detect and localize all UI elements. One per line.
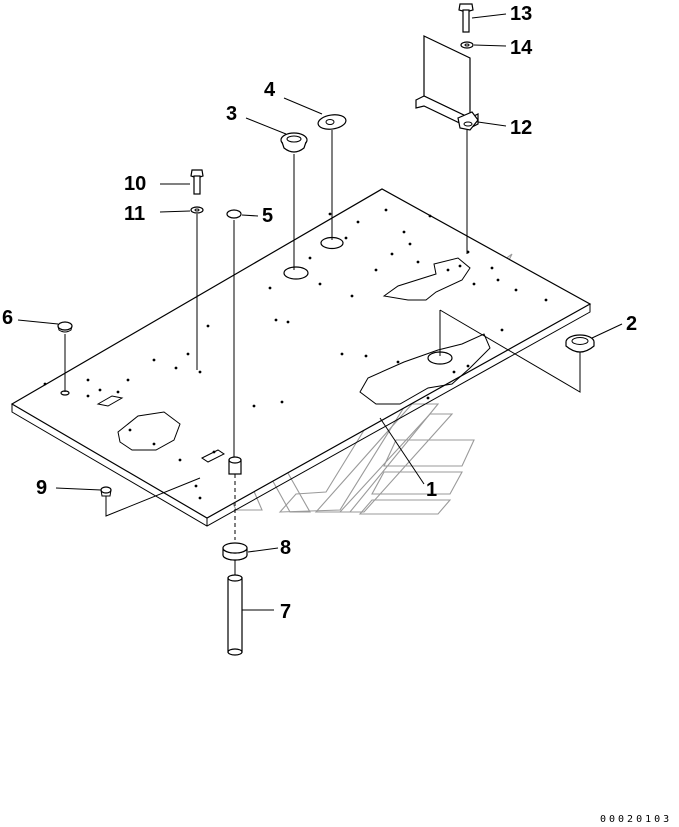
washer-11 [190, 206, 204, 370]
washer-14 [460, 41, 474, 49]
plug-5 [226, 209, 242, 460]
bolt-13 [458, 3, 474, 33]
floor-plate [10, 188, 592, 527]
callout-10: 10 [124, 173, 146, 195]
callout-14: 14 [510, 37, 533, 59]
bolt-10 [190, 169, 204, 195]
callout-3: 3 [226, 103, 237, 125]
drawing-code: 00020103 [600, 814, 672, 825]
callout-9: 9 [36, 477, 47, 499]
grommet-large [439, 309, 595, 393]
pipe-and-clamp [222, 456, 248, 656]
callout-1: 1 [426, 479, 437, 501]
callout-6: 6 [2, 307, 13, 329]
callout-8: 8 [280, 537, 291, 559]
plug-6 [57, 321, 73, 392]
grommet-3 [280, 132, 308, 270]
callout-5: 5 [262, 205, 273, 227]
callout-11: 11 [124, 203, 145, 225]
leader-lines [17, 13, 623, 611]
bracket-12 [415, 35, 479, 254]
callout-2: 2 [626, 313, 637, 335]
bolt-holes [43, 208, 548, 500]
callout-7: 7 [280, 601, 291, 623]
callout-4: 4 [264, 79, 276, 101]
callout-12: 12 [510, 117, 532, 139]
callout-13: 13 [510, 3, 532, 25]
oval-plug-4 [317, 114, 347, 240]
